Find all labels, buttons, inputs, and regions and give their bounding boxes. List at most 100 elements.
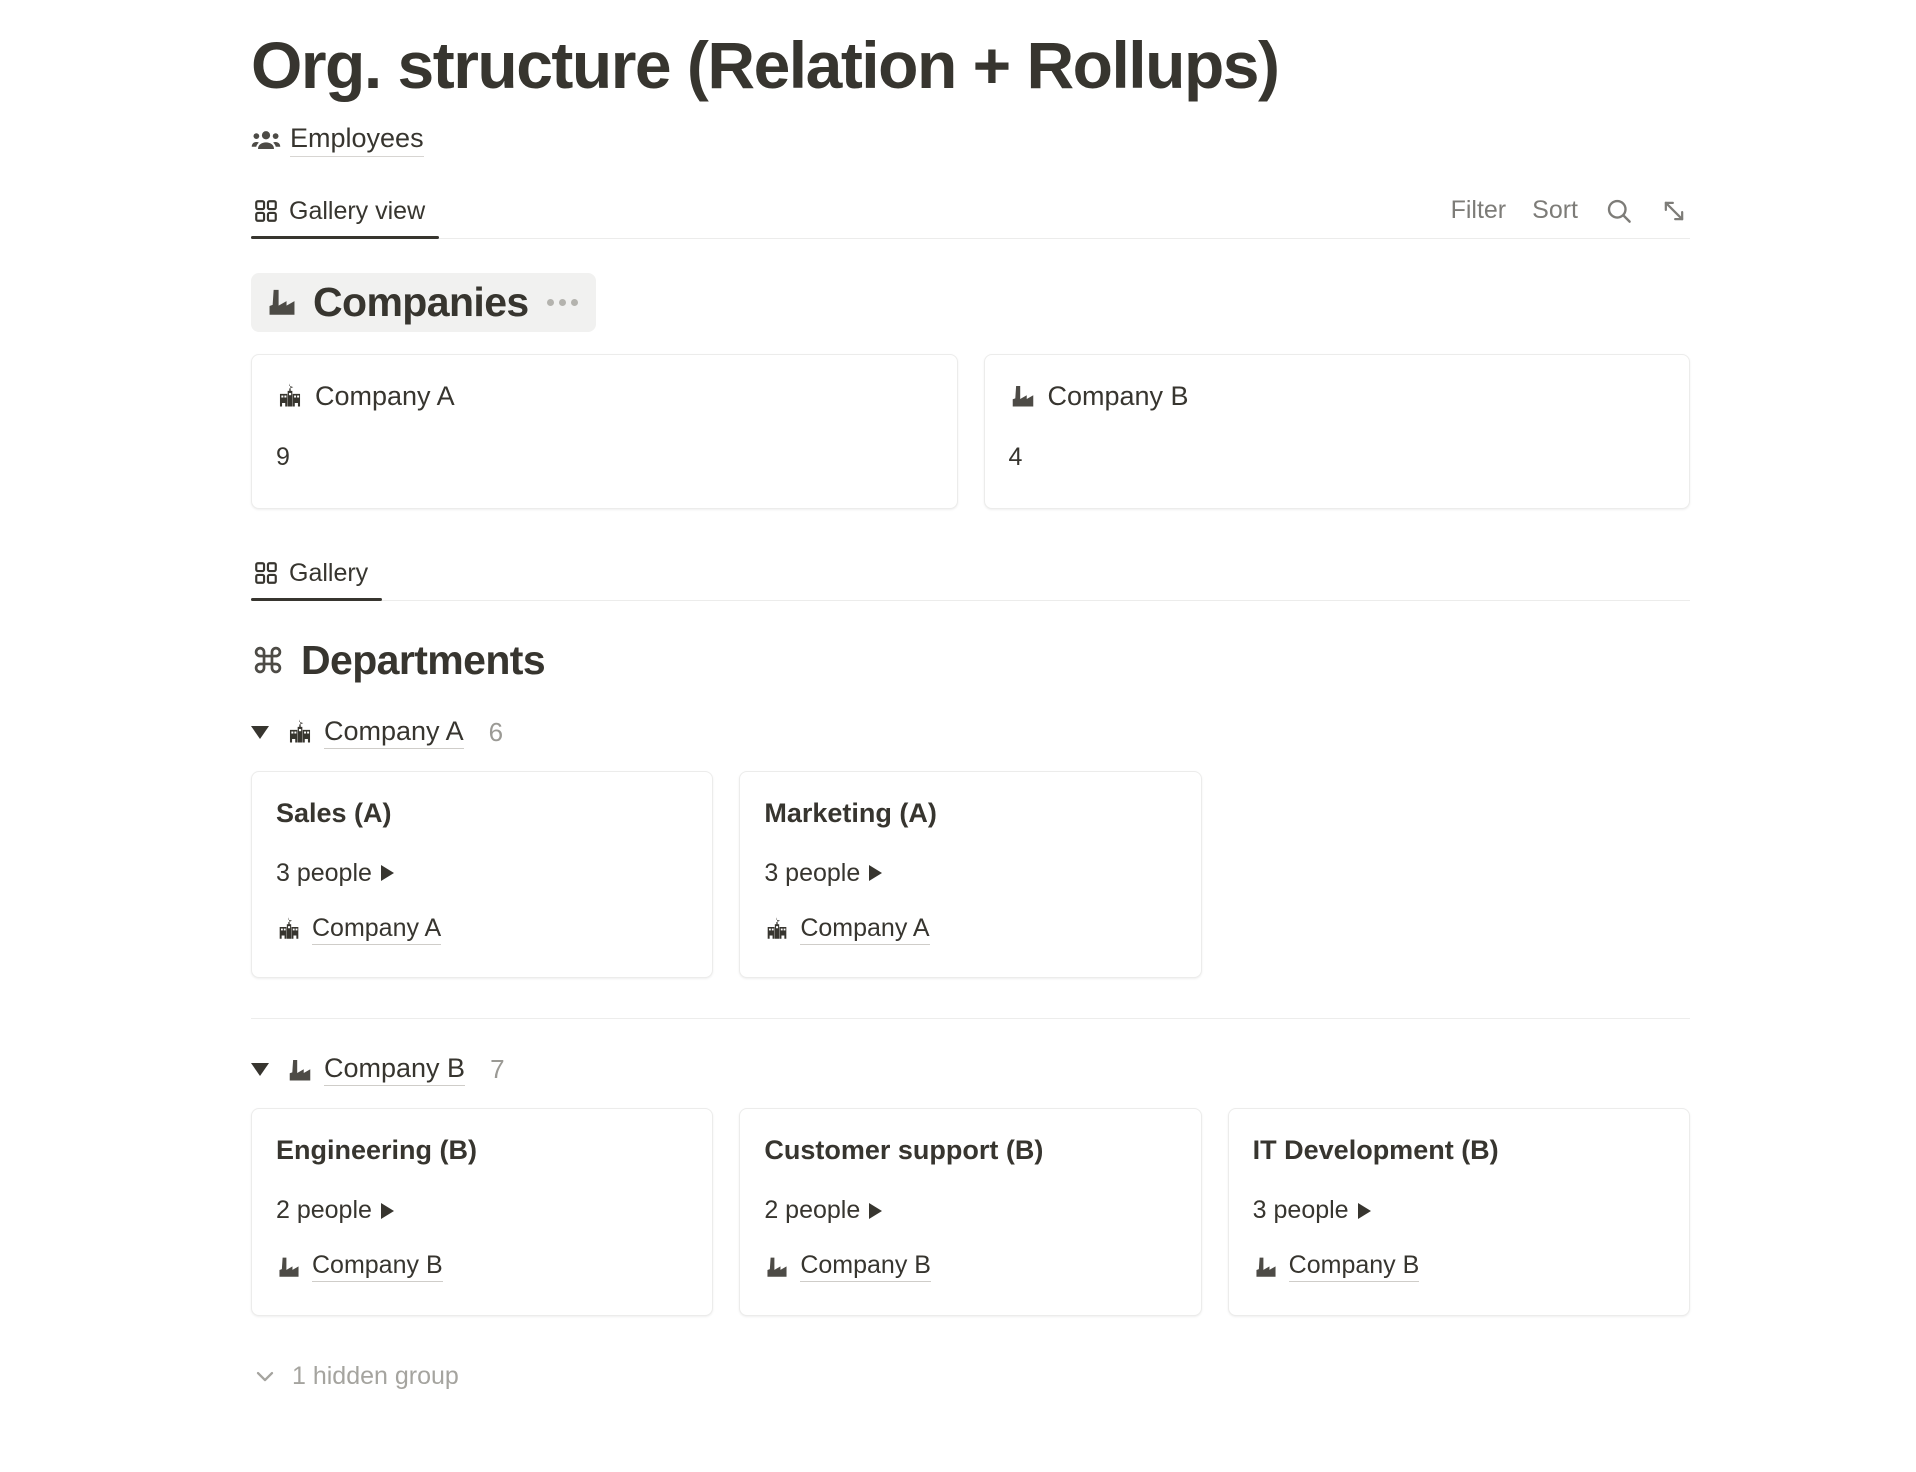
- company-card-title: Company A: [315, 380, 455, 411]
- tab-gallery-label: Gallery: [289, 558, 369, 587]
- page-content: Org. structure (Relation + Rollups) Empl…: [251, 0, 1690, 1391]
- relation-label: Company B: [800, 1251, 931, 1283]
- companies-heading-text: Companies: [313, 278, 529, 325]
- hidden-groups-toggle[interactable]: 1 hidden group: [251, 1362, 1690, 1391]
- relation-label: Company B: [312, 1251, 443, 1283]
- department-people-rollup[interactable]: 3 people: [1253, 1196, 1665, 1225]
- people-group-icon: [251, 125, 281, 155]
- departments-gallery-company-b: Engineering (B) 2 people Company B: [251, 1108, 1690, 1316]
- company-card-rollup-value: 9: [276, 442, 290, 471]
- factory-icon: [1009, 382, 1037, 410]
- department-card-title: Marketing (A): [764, 797, 937, 828]
- view-actions: Filter Sort: [1451, 196, 1690, 238]
- card-title-row: Customer support (B): [764, 1135, 1176, 1166]
- people-count-label: 3 people: [1252, 1196, 1349, 1225]
- expand-triangle-icon: [380, 865, 394, 882]
- view-tab-list: Gallery: [251, 549, 383, 602]
- relation-label: Company B: [1288, 1251, 1420, 1283]
- department-card-title: Engineering (B): [276, 1135, 477, 1166]
- department-card[interactable]: Marketing (A) 3 people: [739, 770, 1202, 979]
- group-count: 7: [490, 1054, 505, 1085]
- department-company-relation[interactable]: Company B: [276, 1251, 443, 1283]
- school-building-icon: [764, 916, 790, 942]
- tab-gallery[interactable]: Gallery: [251, 558, 383, 602]
- company-card[interactable]: Company B 4: [983, 353, 1690, 509]
- school-building-icon: [286, 718, 314, 746]
- factory-icon: [764, 1254, 790, 1280]
- tab-gallery-view[interactable]: Gallery view: [251, 196, 440, 240]
- more-options-icon[interactable]: [546, 298, 578, 306]
- gallery-grid-icon: [253, 198, 279, 224]
- departments-heading-text: Departments: [301, 636, 546, 683]
- departments-section-heading[interactable]: Departments: [251, 636, 1690, 683]
- department-card[interactable]: IT Development (B) 3 people Company B: [1227, 1108, 1690, 1316]
- group-collapse-toggle[interactable]: [251, 1063, 269, 1077]
- group-collapse-toggle[interactable]: [251, 725, 269, 739]
- expand-triangle-icon: [380, 1202, 394, 1219]
- department-people-rollup[interactable]: 3 people: [276, 859, 688, 888]
- department-card-title: Sales (A): [276, 797, 392, 828]
- departments-gallery-company-a: Sales (A) 3 people: [251, 770, 1690, 979]
- department-card[interactable]: Sales (A) 3 people: [251, 770, 714, 979]
- sort-button[interactable]: Sort: [1532, 196, 1578, 224]
- group-name-label: Company A: [324, 716, 464, 749]
- command-loop-icon: [251, 643, 285, 677]
- company-card-rollup-value: 4: [1008, 442, 1023, 471]
- group-name-company-b[interactable]: Company B: [286, 1053, 466, 1087]
- card-title-row: Marketing (A): [764, 798, 1176, 829]
- department-card-title: Customer support (B): [764, 1135, 1044, 1166]
- group-header-company-a: Company A 6: [251, 716, 1690, 749]
- school-building-icon: [276, 916, 302, 942]
- relation-label: Company A: [800, 914, 930, 945]
- expand-triangle-icon: [1357, 1202, 1371, 1219]
- group-name-label: Company B: [324, 1053, 466, 1087]
- companies-section-heading[interactable]: Companies: [251, 272, 596, 332]
- factory-icon: [1253, 1254, 1279, 1280]
- group-name-company-a[interactable]: Company A: [286, 716, 464, 749]
- school-building-icon: [276, 382, 304, 410]
- department-company-relation[interactable]: Company A: [764, 914, 930, 945]
- group-header-company-b: Company B 7: [251, 1053, 1690, 1087]
- group-divider: [251, 1018, 1690, 1020]
- people-count-label: 2 people: [276, 1196, 372, 1225]
- company-card[interactable]: Company A 9: [251, 353, 958, 509]
- department-company-relation[interactable]: Company B: [1253, 1251, 1420, 1283]
- group-count: 6: [488, 716, 504, 747]
- card-title-row: Engineering (B): [276, 1135, 688, 1166]
- department-people-rollup[interactable]: 2 people: [764, 1196, 1176, 1225]
- people-count-label: 3 people: [276, 858, 372, 887]
- page-title: Org. structure (Relation + Rollups): [251, 28, 1280, 102]
- companies-gallery: Company A 9 Company B 4: [251, 353, 1690, 509]
- factory-icon: [276, 1254, 302, 1280]
- filter-button[interactable]: Filter: [1450, 196, 1507, 224]
- department-card-title: IT Development (B): [1252, 1135, 1499, 1166]
- company-card-title: Company B: [1047, 380, 1189, 411]
- expand-triangle-icon: [869, 865, 883, 882]
- card-title-row: Company A: [276, 381, 933, 412]
- tab-gallery-view-label: Gallery view: [289, 196, 426, 225]
- view-tab-list: Gallery view: [251, 187, 440, 240]
- search-icon[interactable]: [1604, 196, 1634, 226]
- card-title-row: Company B: [1009, 381, 1666, 412]
- employees-database-link[interactable]: Employees: [251, 123, 424, 157]
- card-title-row: IT Development (B): [1253, 1135, 1665, 1166]
- departments-view-toolbar: Gallery: [251, 549, 1690, 602]
- department-company-relation[interactable]: Company B: [764, 1251, 931, 1283]
- expand-diagonal-icon[interactable]: [1660, 197, 1688, 225]
- relation-label: Company A: [312, 914, 442, 945]
- department-company-relation[interactable]: Company A: [276, 914, 442, 945]
- hidden-groups-label: 1 hidden group: [292, 1361, 459, 1390]
- card-title-row: Sales (A): [276, 798, 688, 829]
- chevron-down-icon: [251, 1362, 279, 1390]
- department-card[interactable]: Engineering (B) 2 people Company B: [251, 1108, 714, 1316]
- employees-link-label: Employees: [290, 123, 424, 157]
- department-people-rollup[interactable]: 2 people: [276, 1196, 688, 1225]
- department-card[interactable]: Customer support (B) 2 people Company B: [739, 1108, 1202, 1316]
- expand-triangle-icon: [869, 1202, 883, 1219]
- employees-view-toolbar: Gallery view Filter Sort: [251, 187, 1690, 240]
- factory-icon: [265, 285, 299, 319]
- people-count-label: 2 people: [764, 1196, 861, 1225]
- department-people-rollup[interactable]: 3 people: [764, 859, 1176, 888]
- gallery-grid-icon: [253, 560, 279, 586]
